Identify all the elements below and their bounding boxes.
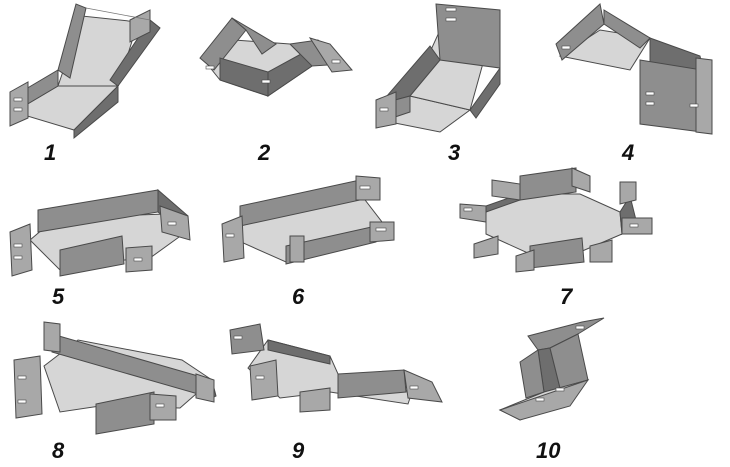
item-number-4: 4 xyxy=(622,140,635,165)
item-number-1: 1 xyxy=(44,140,57,165)
tray-2-illustration xyxy=(199,17,353,97)
item-number-8: 8 xyxy=(52,438,65,463)
tray-9-illustration xyxy=(229,323,443,413)
item-number-9: 9 xyxy=(292,438,305,463)
tray-1-illustration xyxy=(9,3,161,140)
item-number-7: 7 xyxy=(560,284,573,309)
item-number-3: 3 xyxy=(448,140,461,165)
item-number-10: 10 xyxy=(536,438,561,463)
item-number-6: 6 xyxy=(292,284,305,309)
item-number-5: 5 xyxy=(52,284,65,309)
item-number-2: 2 xyxy=(258,140,271,165)
tray-10-illustration xyxy=(498,317,605,421)
tray-3-illustration xyxy=(375,3,501,133)
tray-5-illustration xyxy=(9,188,191,277)
tray-4-illustration xyxy=(555,3,713,135)
tray-6-illustration xyxy=(221,175,395,265)
tray-8-illustration xyxy=(13,321,217,435)
tray-7-illustration xyxy=(459,167,653,273)
